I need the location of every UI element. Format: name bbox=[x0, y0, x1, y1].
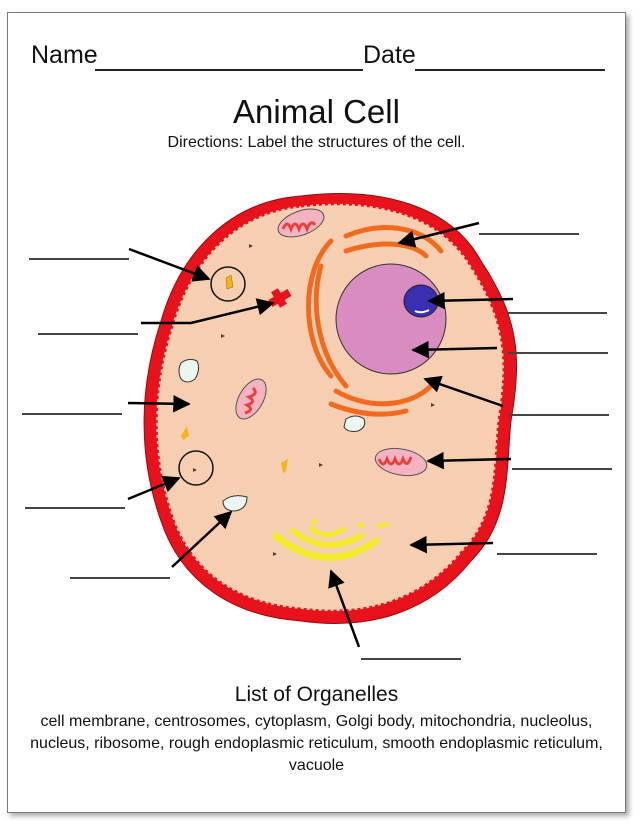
answer-line-B1[interactable] bbox=[361, 658, 461, 660]
name-date-row: Name Date bbox=[31, 37, 611, 73]
organelle-list: cell membrane, centrosomes, cytoplasm, G… bbox=[30, 713, 603, 774]
answer-line-L5[interactable] bbox=[70, 577, 170, 579]
answer-line-L1[interactable] bbox=[29, 258, 129, 260]
vacuole bbox=[222, 495, 248, 512]
rough-endoplasmic-reticulum bbox=[306, 225, 444, 417]
highlight-circle bbox=[178, 450, 214, 486]
answer-line-R1[interactable] bbox=[479, 233, 579, 235]
vacuole bbox=[343, 415, 366, 432]
answer-line-L2[interactable] bbox=[38, 333, 138, 335]
directions-text: Directions: Label the structures of the … bbox=[167, 134, 466, 151]
date-field[interactable] bbox=[415, 69, 605, 71]
organelle-list-title: List of Organelles bbox=[234, 683, 399, 706]
ribosomes bbox=[193, 244, 435, 556]
page-title: Animal Cell bbox=[233, 93, 400, 130]
answer-line-R4[interactable] bbox=[509, 414, 609, 416]
mitochondrion-top bbox=[277, 208, 325, 238]
worksheet-page: Name Date Animal Cell Directions: Label … bbox=[7, 12, 626, 813]
ribosome-body-circled bbox=[225, 274, 234, 290]
small-body bbox=[281, 459, 288, 473]
mitochondrion-middle bbox=[235, 378, 267, 420]
name-label: Name bbox=[31, 41, 98, 69]
answer-line-R5[interactable] bbox=[512, 468, 612, 470]
nucleus bbox=[335, 263, 447, 375]
answer-line-L4[interactable] bbox=[25, 507, 125, 509]
answer-line-R2[interactable] bbox=[507, 312, 607, 314]
name-field[interactable] bbox=[95, 69, 363, 71]
label-arrows bbox=[127, 221, 514, 648]
answer-line-R6[interactable] bbox=[497, 553, 597, 555]
answer-line-L3[interactable] bbox=[22, 413, 122, 415]
golgi-body bbox=[272, 519, 389, 561]
highlight-circle bbox=[210, 266, 246, 302]
vacuole bbox=[178, 358, 200, 383]
small-body bbox=[181, 426, 189, 440]
date-label: Date bbox=[363, 41, 416, 69]
answer-line-R3[interactable] bbox=[508, 352, 608, 354]
cytoplasm bbox=[154, 202, 506, 613]
